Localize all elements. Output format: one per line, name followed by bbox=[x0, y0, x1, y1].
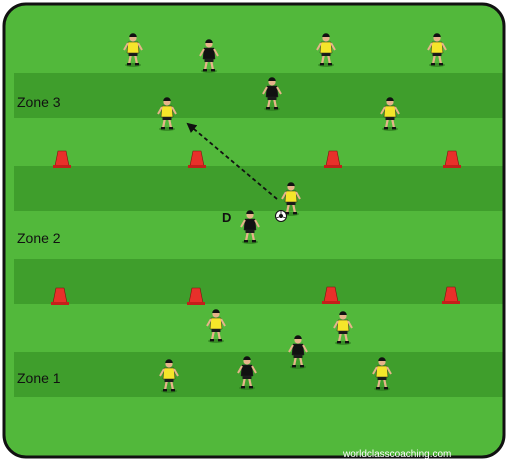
credit-text: worldclasscoaching.com bbox=[342, 449, 451, 460]
pitch bbox=[4, 4, 506, 457]
soccer-ball-icon bbox=[276, 211, 287, 222]
zone-2-label: Zone 2 bbox=[17, 230, 61, 246]
zone-stripe-bottom bbox=[14, 352, 506, 397]
zone-stripe-middle bbox=[14, 166, 506, 211]
zone-stripe-top bbox=[14, 73, 506, 118]
defender-marker: D bbox=[222, 210, 231, 225]
zone-1-label: Zone 1 bbox=[17, 370, 61, 386]
zone-stripe-lower bbox=[14, 259, 506, 304]
zone-3-label: Zone 3 bbox=[17, 94, 61, 110]
